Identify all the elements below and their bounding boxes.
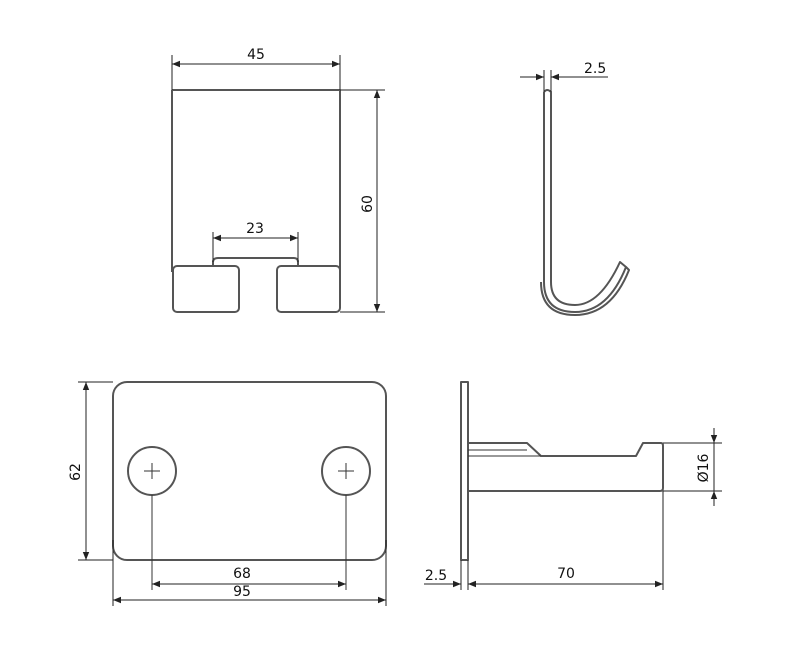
plate-width-label: 95: [233, 584, 251, 600]
right-hole: [321, 446, 371, 590]
profile-view: Ø16 2.5 70: [424, 381, 722, 590]
plate-view: 62 68 95: [68, 381, 387, 606]
front-view: 45 60 23: [171, 47, 385, 313]
plate-height-label: 62: [68, 463, 84, 481]
front-height-label: 60: [360, 195, 376, 213]
front-left-foot: [172, 265, 240, 313]
hook-profile-inner: [543, 89, 627, 306]
front-body-outline: [171, 89, 341, 272]
left-hole: [127, 446, 177, 590]
front-width-label: 45: [247, 47, 265, 63]
front-slot-outline: [212, 257, 299, 266]
side-thickness-label: 2.5: [584, 61, 606, 77]
profile-arm: [468, 442, 664, 492]
hook-profile: [540, 92, 630, 316]
profile-thickness-label: 2.5: [425, 568, 447, 584]
profile-diameter-label: Ø16: [696, 453, 712, 482]
plate-outline: [112, 381, 387, 561]
plate-hole-spacing-label: 68: [233, 566, 251, 582]
profile-length-label: 70: [557, 566, 575, 582]
front-gap-label: 23: [246, 221, 264, 237]
profile-plate: [460, 381, 469, 561]
side-view: 2.5: [520, 61, 630, 316]
front-right-foot: [276, 265, 341, 313]
